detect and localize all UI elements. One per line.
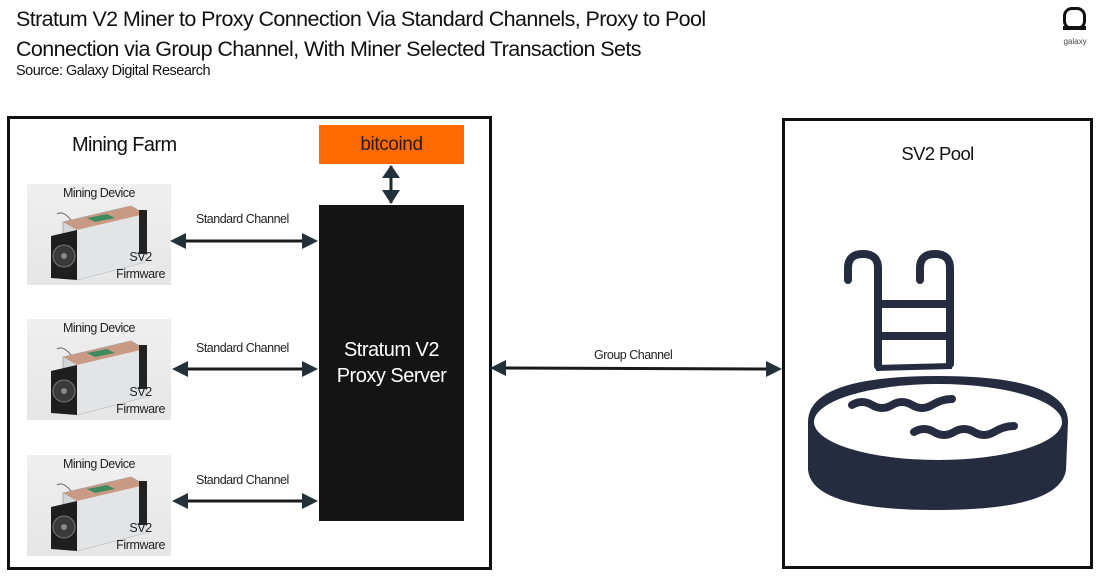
swimming-pool-icon (808, 249, 1068, 510)
mining-device-2: Mining Device SV2 Firmware (27, 319, 171, 420)
miner-cable (56, 483, 72, 492)
sv2-pool-box (782, 118, 1093, 569)
miner-fan-hub (61, 253, 67, 259)
miner-cable (56, 347, 72, 356)
firmware-label: SV2 Firmware (116, 520, 165, 554)
arrowhead-down (382, 190, 400, 204)
firmware-line-2: Firmware (116, 267, 165, 281)
logo-text: galaxy (1063, 37, 1087, 46)
miner-fan-hub (61, 388, 67, 394)
bitcoind-label: bitcoind (360, 133, 423, 155)
asic-miner-icon (51, 476, 147, 552)
firmware-line-2: Firmware (116, 538, 165, 552)
title-line-1: Stratum V2 Miner to Proxy Connection Via… (16, 7, 706, 31)
miner-cable (56, 212, 72, 221)
galaxy-logo: galaxy (1060, 4, 1090, 48)
standard-channel-arrow-3 (172, 493, 318, 509)
mining-device-label: Mining Device (62, 457, 136, 471)
miner-side (77, 485, 145, 551)
sv2-pool-label: SV2 Pool (901, 143, 974, 164)
arrowhead-up (382, 165, 400, 178)
miner-side (77, 214, 145, 280)
proxy-label-line-2: Proxy Server (336, 365, 447, 387)
standard-channel-label-3: Standard Channel (196, 473, 289, 487)
mining-device-label: Mining Device (62, 321, 136, 335)
title-line-2: Connection via Group Channel, With Miner… (16, 37, 641, 61)
group-channel-label: Group Channel (594, 348, 673, 362)
firmware-line-2: Firmware (116, 402, 165, 416)
miner-psu-bracket (139, 210, 147, 254)
miner-psu-bracket (139, 481, 147, 525)
miner-chip (87, 349, 115, 357)
galaxy-logo-icon (1063, 7, 1086, 30)
standard-channel-arrow-2 (172, 361, 318, 377)
miner-chip (87, 214, 115, 222)
firmware-label: SV2 Firmware (116, 249, 165, 283)
asic-miner-icon (51, 340, 147, 416)
mining-device-3: Mining Device SV2 Firmware (27, 455, 171, 556)
asic-miner-icon (51, 205, 147, 281)
bitcoind-node: bitcoind (319, 125, 464, 164)
proxy-server: Stratum V2 Proxy Server (319, 205, 464, 521)
proxy-label-line-1: Stratum V2 (343, 339, 440, 361)
miner-psu-bracket (139, 345, 147, 389)
firmware-line-1: SV2 (129, 250, 152, 264)
mining-farm-box (7, 116, 492, 570)
miner-side (77, 349, 145, 415)
standard-channel-label-1: Standard Channel (196, 212, 289, 226)
mining-device-1: Mining Device SV2 Firmware (27, 184, 171, 285)
page-title: Stratum V2 Miner to Proxy Connection Via… (16, 4, 706, 64)
standard-channel-label-2: Standard Channel (196, 341, 289, 355)
standard-channel-arrow-1 (170, 233, 318, 249)
firmware-line-1: SV2 (129, 385, 152, 399)
mining-farm-label: Mining Farm (72, 134, 177, 156)
source-note: Source: Galaxy Digital Research (16, 63, 211, 79)
group-channel-arrow (490, 360, 782, 377)
mining-device-label: Mining Device (62, 186, 136, 200)
miner-chip (87, 485, 115, 493)
miner-fan-hub (61, 524, 67, 530)
firmware-line-1: SV2 (129, 521, 152, 535)
firmware-label: SV2 Firmware (116, 384, 165, 418)
